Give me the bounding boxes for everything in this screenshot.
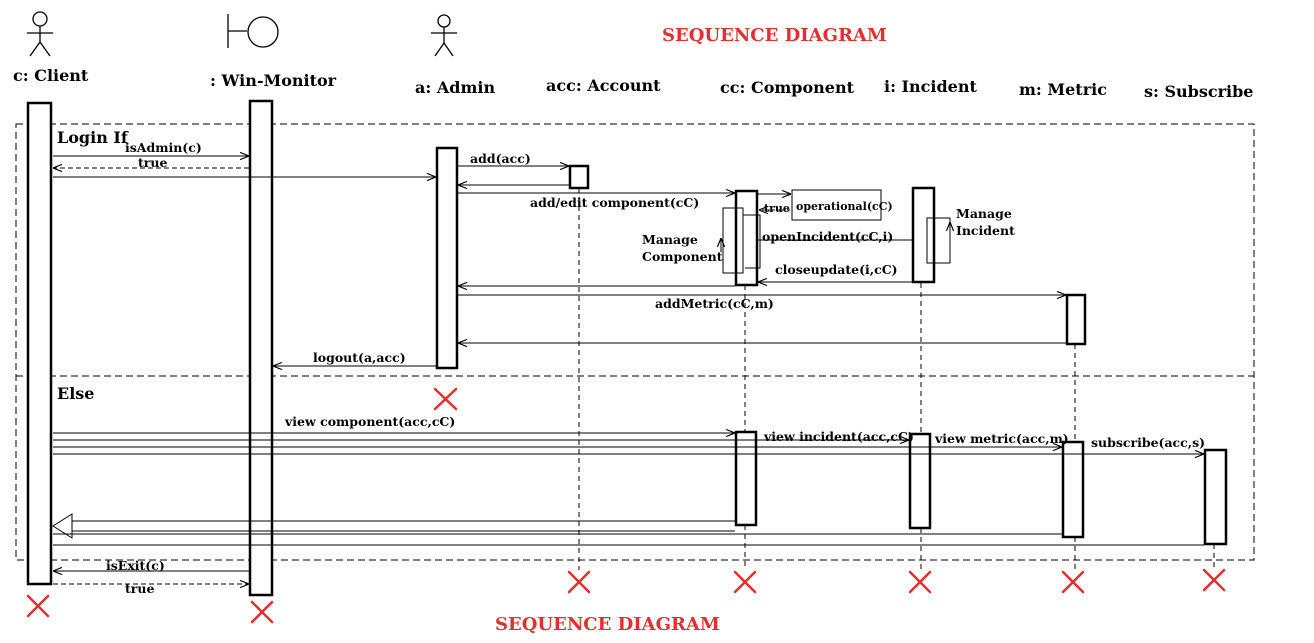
destroy-mark-client: [26, 594, 50, 618]
activation-incident: [911, 186, 936, 284]
self-loop-component: [743, 214, 761, 269]
hollow-return-arrowhead: [52, 513, 73, 539]
label-manage-component-1: Manage: [642, 232, 698, 247]
activation-subscribe: [1203, 448, 1228, 546]
client-actor-icon: [27, 11, 53, 57]
label-add-edit: add/edit component(cC): [530, 195, 699, 210]
activation-metric-2: [1061, 440, 1085, 539]
label-logout: logout(a,acc): [313, 350, 406, 365]
label-manage-incident-2: Incident: [956, 223, 1015, 238]
destroy-mark-account: [567, 570, 591, 594]
activation-admin: [435, 146, 459, 370]
lifeline-metric-label: m: Metric: [1019, 80, 1107, 99]
label-view-incident: view incident(acc,cC): [763, 429, 914, 444]
label-operational: operational(cC): [796, 200, 893, 213]
diagram-title-bottom: SEQUENCE DIAGRAM: [495, 614, 720, 635]
login-if-label: Login If: [57, 128, 129, 147]
label-add: add(acc): [470, 151, 531, 166]
operational-box: [791, 189, 882, 221]
self-activation-incident: [926, 217, 951, 264]
label-isadmin: isAdmin(c): [125, 140, 202, 155]
label-view-metric: view metric(acc,m): [934, 431, 1069, 446]
lifeline-incident-label: i: Incident: [884, 77, 977, 96]
lifeline-client-label: c: Client: [13, 66, 89, 85]
label-true2: true: [764, 202, 790, 215]
activation-metric: [1065, 293, 1087, 346]
label-addmetric: addMetric(cC,m): [655, 296, 774, 311]
alt-fragment-frame: [15, 123, 1255, 561]
boundary-icon: [227, 14, 279, 48]
activation-client: [26, 101, 53, 586]
destroy-mark-metric: [1061, 570, 1085, 594]
label-isexit: isExit(c): [106, 558, 165, 573]
lifeline-monitor-label: : Win-Monitor: [210, 71, 337, 90]
label-true1: true: [138, 155, 167, 170]
destroy-mark-component: [733, 570, 757, 594]
destroy-mark-monitor: [250, 600, 274, 624]
lifeline-account-label: acc: Account: [546, 76, 661, 95]
activation-account: [568, 164, 590, 190]
else-label: Else: [57, 384, 94, 403]
admin-actor-icon: [431, 14, 457, 57]
activation-incident-2: [908, 432, 932, 530]
label-openincident: openIncident(cC,i): [762, 229, 893, 244]
lifeline-subscribe-label: s: Subscribe: [1144, 82, 1253, 101]
label-manage-component-2: Component: [642, 249, 723, 264]
destroy-mark-admin: [433, 387, 458, 411]
destroy-mark-subscribe: [1202, 568, 1226, 592]
label-view-component: view component(acc,cC): [284, 414, 455, 429]
activation-monitor: [248, 99, 274, 597]
label-closeupdate: closeupdate(i,cC): [775, 262, 898, 277]
diagram-title-top: SEQUENCE DIAGRAM: [662, 25, 887, 46]
lifeline-component-label: cc: Component: [720, 78, 855, 97]
label-manage-incident-1: Manage: [956, 206, 1012, 221]
destroy-mark-incident: [908, 570, 932, 594]
label-true3: true: [125, 581, 154, 596]
activation-component-2: [734, 430, 758, 527]
activation-component: [734, 189, 759, 287]
label-subscribe: subscribe(acc,s): [1091, 435, 1205, 450]
lifeline-admin-label: a: Admin: [415, 78, 495, 97]
